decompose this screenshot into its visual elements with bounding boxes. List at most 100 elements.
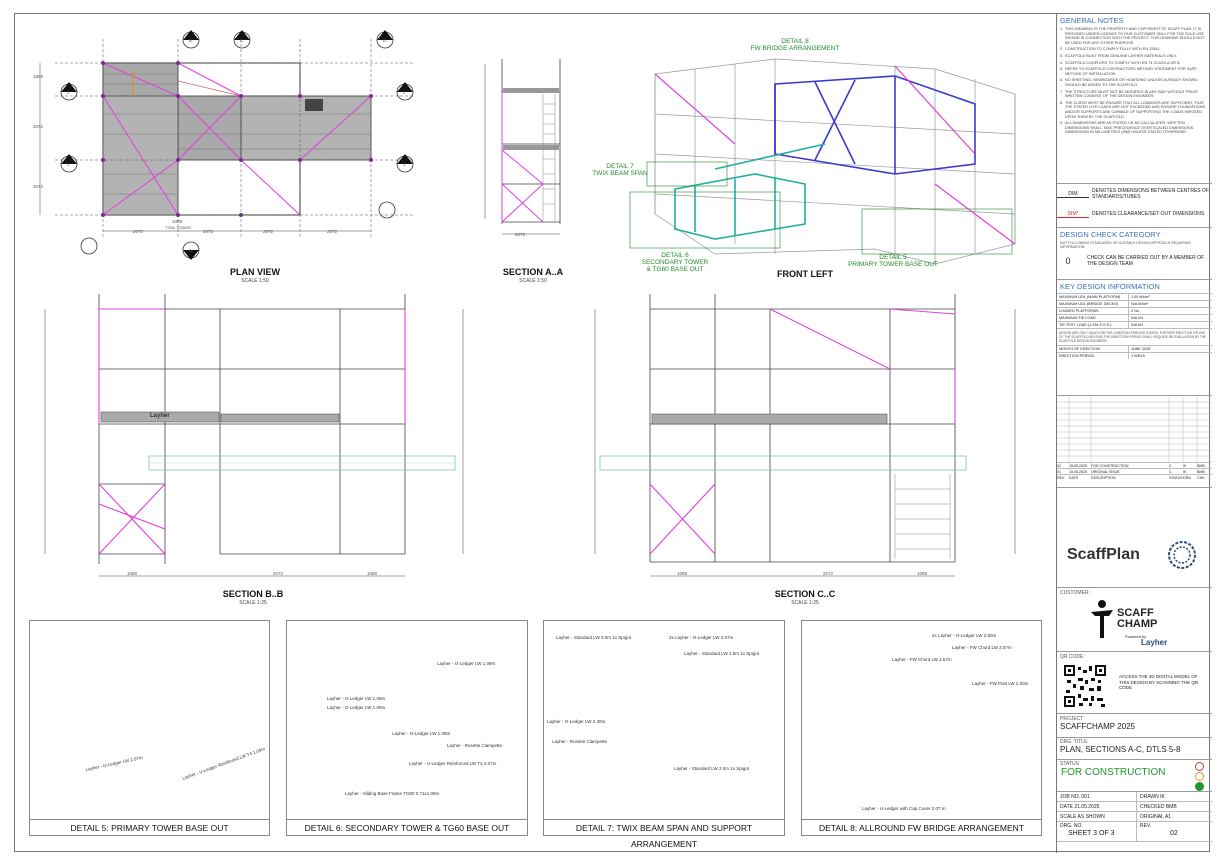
bb-dim-1: 1088 bbox=[127, 571, 138, 576]
rev-row-1: 02 15.05.2025 FOR CONSTRUCTION C IK BMB bbox=[1057, 462, 1212, 468]
rev-2-num: 01 bbox=[1057, 470, 1061, 474]
d7-callout-1: Layher - Standard LW 3.0m 1x Spigot bbox=[556, 635, 631, 640]
section-aa bbox=[484, 59, 561, 235]
project-label: PROJECT bbox=[1060, 716, 1084, 722]
drawing-date: DATE 21.05.2025 bbox=[1057, 802, 1137, 811]
detail-5-caption: DETAIL 5: PRIMARY TOWER BASE OUT bbox=[30, 819, 269, 835]
rev-2-chk: BMB bbox=[1197, 470, 1205, 474]
status-red-light-icon bbox=[1195, 762, 1204, 771]
marker-1-left: 1 bbox=[67, 162, 70, 167]
front-left-title: FRONT LEFT bbox=[777, 269, 833, 279]
rev-header-desc: DESCRIPTION bbox=[1091, 476, 1116, 480]
qr-panel: QR CODE: bbox=[1057, 652, 1212, 714]
customer-panel: CUSTOMER: SCAFF CHAMP Powered by Layher bbox=[1057, 588, 1212, 652]
rev-header-rev: REV bbox=[1057, 476, 1065, 480]
key-design-note: DESIGN ARE ONLY VALID FOR THE DURATION P… bbox=[1057, 328, 1212, 345]
general-notes-heading: GENERAL NOTES bbox=[1060, 16, 1124, 25]
job-info: JOB NO. 001 DRAWN IK DATE 21.05.2025 CHE… bbox=[1057, 792, 1212, 842]
key-row-1-k: MAXIMUM UDL (MAIN PLATFORM) bbox=[1057, 294, 1129, 300]
detail-6-box: Layher - O-Ledger LW 1.09m Layher - O-Le… bbox=[286, 620, 528, 836]
note-4: 4.SCAFFOLD COUPLERS TO COMPLY WITH EN 74… bbox=[1060, 60, 1181, 65]
design-check-heading: DESIGN CHECK CATEGORY bbox=[1060, 230, 1161, 239]
d5-callout-2: Layher - U-Ledger Reinforced LW T4 1.09m bbox=[181, 746, 266, 781]
checked-by: CHECKED BMB bbox=[1140, 804, 1177, 810]
erection-row-2-v: 1 WEEK bbox=[1131, 354, 1146, 358]
revision-label: REV. bbox=[1140, 823, 1152, 829]
customer-name: SCAFF CHAMP bbox=[1117, 608, 1157, 630]
d8-callout-2: Layher - FW Chord LW 2.57m bbox=[952, 645, 1012, 650]
detail-8-box: 2x Layher - O-Ledger LW 2.50m Layher - F… bbox=[801, 620, 1042, 836]
dim-legend: DIM DENOTES DIMENSIONS BETWEEN CENTRES O… bbox=[1057, 184, 1212, 228]
layher-tag: Layher bbox=[150, 413, 170, 419]
d8-callout-4: Layher - FW Post LW 2.00m bbox=[972, 681, 1029, 686]
d6-callout-7: Layher - Sliding Base Frame TG60 0.71x1.… bbox=[345, 791, 440, 796]
rev-header-row: REV DATE DESCRIPTION STATUS DRN CHK bbox=[1057, 474, 1212, 480]
marker-c-top: C bbox=[240, 38, 244, 43]
status-panel: STATUS FOR CONSTRUCTION bbox=[1057, 760, 1212, 792]
design-check-sub: NOT FOLLOWING STANDARDS OR SUITABLE DESI… bbox=[1060, 241, 1192, 249]
d6-callout-3: Layher - O-Ledger LW 1.09m bbox=[327, 705, 386, 710]
plan-view-title: PLAN VIEW bbox=[229, 267, 280, 277]
rev-1-desc: FOR CONSTRUCTION bbox=[1091, 464, 1129, 468]
plan-dim-h-3: 2072 bbox=[263, 229, 274, 234]
d6-callout-1: Layher - O-Ledger LW 1.09m bbox=[437, 661, 496, 666]
note-9: 9.ALL DIMENSIONS ARE AS STATED OR AS CAL… bbox=[1060, 121, 1195, 135]
front-left-3d bbox=[629, 58, 1016, 265]
rev-2-status: C bbox=[1169, 470, 1172, 474]
note-9-text: ALL DIMENSIONS ARE AS STATED OR AS CALCU… bbox=[1065, 121, 1195, 135]
brand-panel: ScaffPlan bbox=[1057, 488, 1212, 588]
plan-dim-v-2: 2072 bbox=[33, 124, 44, 129]
key-row-4-v: N/A kN bbox=[1131, 316, 1143, 320]
qr-label: QR CODE: bbox=[1060, 654, 1085, 660]
scaffplan-logo-icon bbox=[1168, 541, 1196, 569]
d7-callout-3: Layher - Standard LW 1.0m 1x Spigot bbox=[684, 651, 759, 656]
marker-2-right: 2 bbox=[403, 90, 406, 95]
drawing-number: DRG. NO. SHEET 3 OF 3 bbox=[1057, 822, 1137, 841]
drawn-by: DRAWN IK bbox=[1140, 794, 1165, 800]
key-row-5-v: N/A kN bbox=[1131, 323, 1143, 327]
rev-2-desc: ORIGINAL ISSUE bbox=[1091, 470, 1120, 474]
note-1-text: THIS DRAWING IS THE PROPERTY AND COPYRIG… bbox=[1065, 27, 1205, 45]
d6-callout-2: Layher - O-Ledger LW 1.09m bbox=[327, 696, 386, 701]
d8-callout-1: 2x Layher - O-Ledger LW 2.50m bbox=[932, 633, 997, 638]
d6-callout-4: Layher - Rosette Clampette bbox=[447, 743, 503, 748]
legend-row-2: DIM* DENOTES CLEARANCE/SET-OUT DIMENSION… bbox=[1057, 204, 1212, 224]
revision-grid bbox=[1057, 396, 1212, 462]
design-check-text: CHECK CAN BE CARRIED OUT BY A MEMBER OF … bbox=[1087, 255, 1205, 267]
legend-row-1: DIM DENOTES DIMENSIONS BETWEEN CENTRES O… bbox=[1057, 184, 1212, 204]
key-row-2-k: MAXIMUM UDL (BRIDGE DECKS) bbox=[1057, 301, 1129, 307]
marker-1-right: 1 bbox=[403, 162, 406, 167]
project-panel: PROJECT SCAFFCHAMP 2025 bbox=[1057, 714, 1212, 738]
detail-5-box: Layher - O-Ledger LW 2.07m Layher - U-Le… bbox=[29, 620, 270, 836]
drawing-title-label: DRG. TITLE bbox=[1060, 739, 1088, 745]
customer-powered: Powered by bbox=[1125, 634, 1147, 639]
key-row-2: MAXIMUM UDL (BRIDGE DECKS)N/A kN/m² bbox=[1057, 300, 1212, 307]
drawing-number-label: DRG. NO. bbox=[1060, 823, 1083, 829]
rev-header-status: STATUS bbox=[1169, 476, 1183, 480]
general-notes: GENERAL NOTES 1.THIS DRAWING IS THE PROP… bbox=[1057, 14, 1212, 184]
note-7-text: THE STRUCTURE MUST NOT BE MODIFIED IN AN… bbox=[1065, 89, 1198, 99]
original-size: ORIGINAL A1 bbox=[1140, 814, 1171, 820]
rev-header-date: DATE bbox=[1069, 476, 1079, 480]
job-number: JOB NO. 001 bbox=[1057, 792, 1137, 801]
plan-view-label: PLAN VIEW SCALE 1:50 bbox=[215, 267, 295, 284]
marker-a-bottom: A bbox=[189, 248, 193, 253]
revision-number: REV. 02 bbox=[1137, 822, 1212, 841]
note-8-text: THE CLIENT MUST BE ENSURE THAT ALL LOADI… bbox=[1065, 100, 1206, 119]
section-bb-scale: SCALE 1:25 bbox=[239, 600, 267, 606]
d7-callout-6: Layher - Standard LW 2.0m 1x Spigot bbox=[674, 766, 749, 771]
status-amber-light-icon bbox=[1195, 772, 1204, 781]
callout-detail-6: DETAIL 6 SECONDARY TOWER & TG60 BASE OUT bbox=[641, 252, 709, 273]
design-check: DESIGN CHECK CATEGORY NOT FOLLOWING STAN… bbox=[1057, 228, 1212, 280]
plan-dim-v-1: 1088 bbox=[33, 74, 44, 79]
qr-code-icon[interactable] bbox=[1063, 664, 1107, 708]
note-1: 1.THIS DRAWING IS THE PROPERTY AND COPYR… bbox=[1060, 27, 1205, 45]
d8-callout-5: Layher - U-Ledger with Cap Cover 2.07 m bbox=[862, 806, 946, 811]
callout-detail-8: DETAIL 8 FW BRIDGE ARRANGEMENT bbox=[750, 38, 840, 52]
note-7: 7.THE STRUCTURE MUST NOT BE MODIFIED IN … bbox=[1060, 89, 1198, 99]
design-check-category: 0 bbox=[1065, 256, 1071, 266]
plan-view bbox=[39, 30, 415, 260]
marker-d-top: D bbox=[383, 38, 387, 43]
